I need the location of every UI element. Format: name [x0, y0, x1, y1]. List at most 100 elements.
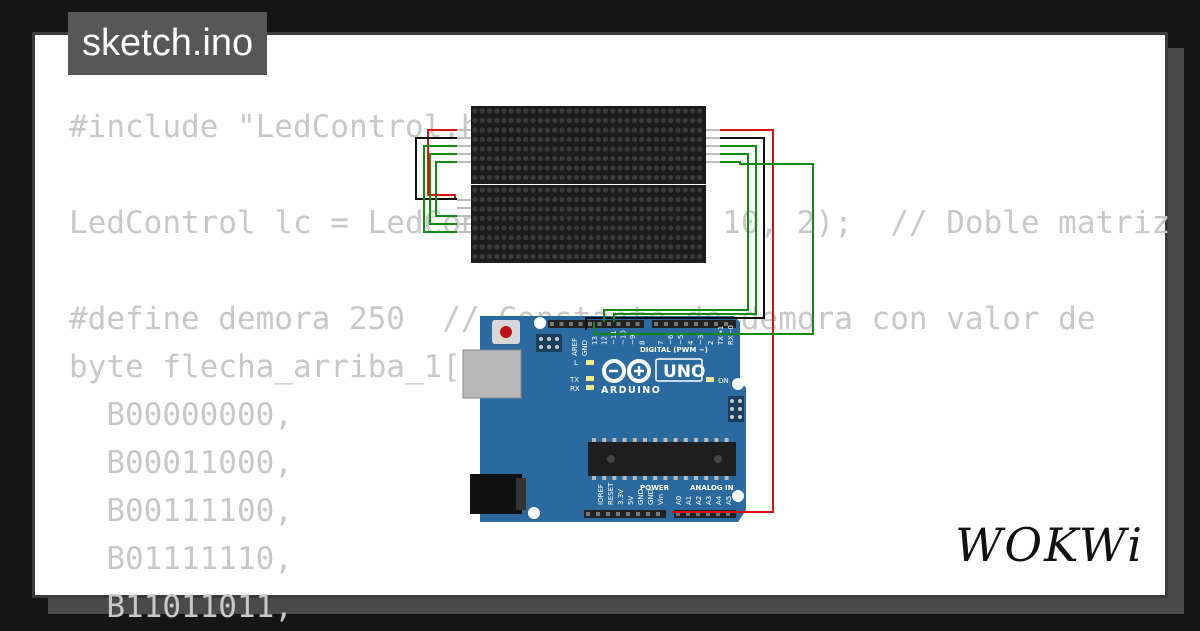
header-pin[interactable]	[626, 322, 630, 326]
led-dot	[472, 196, 478, 203]
led-dot	[588, 136, 594, 143]
header-pin[interactable]	[656, 512, 660, 516]
led-dot	[530, 155, 536, 162]
led-dot	[486, 108, 493, 114]
header-pin[interactable]	[636, 512, 640, 516]
led-dot	[479, 253, 485, 260]
header-pin[interactable]	[684, 322, 688, 326]
header-pin[interactable]	[578, 322, 583, 326]
file-tab[interactable]: sketch.ino	[68, 12, 268, 75]
led-dot	[595, 244, 601, 250]
header-pin[interactable]	[676, 512, 680, 516]
led-dot	[494, 225, 500, 231]
led-dot	[479, 234, 485, 241]
pin-label: ~6	[667, 334, 675, 345]
header-pin[interactable]	[664, 322, 668, 326]
led-dot	[660, 234, 667, 241]
led-dot	[537, 234, 543, 241]
led-dot	[573, 187, 580, 193]
led-dot	[653, 108, 659, 114]
led-dot	[530, 215, 536, 222]
wire-green-cs	[603, 153, 749, 322]
led-dot	[573, 108, 580, 114]
header-pin[interactable]	[696, 512, 700, 516]
led-dot	[610, 187, 616, 193]
header-pin[interactable]	[694, 322, 698, 326]
chip-pin	[673, 476, 678, 480]
led-dot	[660, 174, 667, 181]
led-dot	[624, 215, 630, 222]
led-dot	[697, 196, 703, 203]
header-pin[interactable]	[616, 322, 621, 326]
header-pin[interactable]	[674, 322, 678, 326]
led-dot	[494, 155, 500, 162]
led-dot	[617, 127, 623, 133]
led-matrix-top[interactable]	[471, 106, 706, 184]
header-pin[interactable]	[724, 322, 728, 326]
header-pin[interactable]	[616, 512, 620, 516]
header-pin[interactable]	[588, 322, 592, 326]
led-matrix-bottom[interactable]	[471, 185, 706, 263]
led-dot	[581, 117, 587, 124]
led-dot	[588, 234, 594, 241]
wire-green-clk	[593, 161, 814, 335]
led-dot	[479, 146, 485, 152]
led-dot	[595, 206, 601, 212]
header-pin[interactable]	[714, 322, 718, 326]
led-dot	[639, 244, 645, 250]
led-dot	[660, 136, 667, 143]
header-pin[interactable]	[596, 512, 600, 516]
header-pin[interactable]	[706, 512, 710, 516]
chip-pin	[612, 476, 617, 480]
pin-label: 13	[591, 336, 599, 345]
led-dot	[660, 127, 667, 133]
led-dot	[653, 225, 659, 231]
led-dot	[689, 196, 696, 203]
led-dot	[660, 165, 667, 171]
led-dot	[675, 234, 681, 241]
header-pin[interactable]	[654, 322, 658, 326]
header-pin[interactable]	[569, 322, 573, 326]
header-pin[interactable]	[626, 512, 630, 516]
header-pin[interactable]	[597, 322, 602, 326]
led-dot	[494, 234, 500, 241]
header-pin[interactable]	[686, 512, 690, 516]
led-dot	[660, 187, 667, 193]
header-pin[interactable]	[550, 322, 554, 326]
led-dot	[682, 108, 688, 114]
led-dot	[472, 244, 478, 250]
mount-hole	[528, 507, 540, 519]
tx-led	[586, 376, 594, 381]
led-dot	[559, 174, 565, 181]
led-dot	[639, 146, 645, 152]
header-pin[interactable]	[586, 512, 590, 516]
led-dot	[639, 187, 645, 193]
led-dot	[515, 187, 522, 193]
led-dot	[472, 234, 478, 241]
chip-pin	[663, 438, 668, 442]
code-line: B11011011,	[69, 589, 293, 625]
led-dot	[566, 127, 572, 133]
header-pin[interactable]	[726, 512, 730, 516]
led-dot	[523, 244, 529, 250]
led-dot	[653, 244, 659, 250]
led-dot	[588, 253, 594, 260]
arduino-uno-board[interactable]: L TX RX ON UNO ARDUINO DIGITAL (PWM ~) P…	[462, 316, 746, 522]
led-dot	[595, 187, 601, 193]
led-dot	[537, 108, 543, 114]
led-dot	[610, 165, 616, 171]
led-dot	[653, 253, 659, 260]
header-pin[interactable]	[704, 322, 708, 326]
led-dot	[653, 155, 659, 162]
led-dot	[675, 174, 681, 181]
header-pin[interactable]	[559, 322, 564, 326]
header-pin[interactable]	[716, 512, 720, 516]
header-pin[interactable]	[635, 322, 640, 326]
header-pin[interactable]	[606, 512, 610, 516]
led-dot	[595, 234, 601, 241]
header-pin[interactable]	[646, 512, 650, 516]
led-dot	[537, 127, 543, 133]
header-pin[interactable]	[607, 322, 611, 326]
led-dot	[566, 225, 572, 231]
